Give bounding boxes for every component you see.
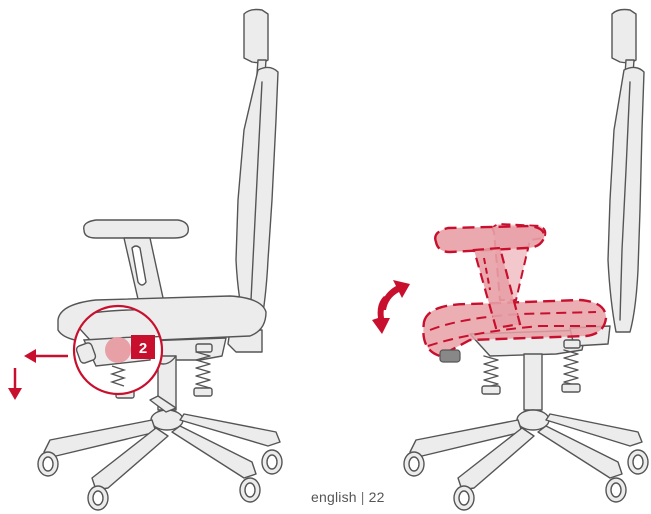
left-chair-figure bbox=[38, 10, 282, 511]
step-number: 2 bbox=[139, 340, 147, 357]
headrest bbox=[244, 10, 268, 63]
rotate-tilt-arrows-icon bbox=[372, 280, 410, 334]
push-down-arrow-icon bbox=[8, 368, 22, 400]
caster-right bbox=[262, 450, 282, 474]
page-number: 22 bbox=[369, 489, 385, 505]
caster-front-left bbox=[88, 486, 108, 510]
caster-front-right bbox=[240, 478, 260, 502]
backrest bbox=[236, 67, 278, 330]
caster-left bbox=[38, 452, 58, 476]
footer-language: english bbox=[311, 489, 357, 505]
headrest bbox=[612, 10, 636, 63]
lever-pull-arrow-icon bbox=[24, 349, 68, 363]
armrest-pad bbox=[84, 220, 189, 238]
footer-separator: | bbox=[361, 489, 365, 505]
backrest bbox=[608, 67, 644, 332]
page-footer: english|22 bbox=[311, 489, 385, 509]
step-number-badge: 2 bbox=[131, 335, 155, 359]
